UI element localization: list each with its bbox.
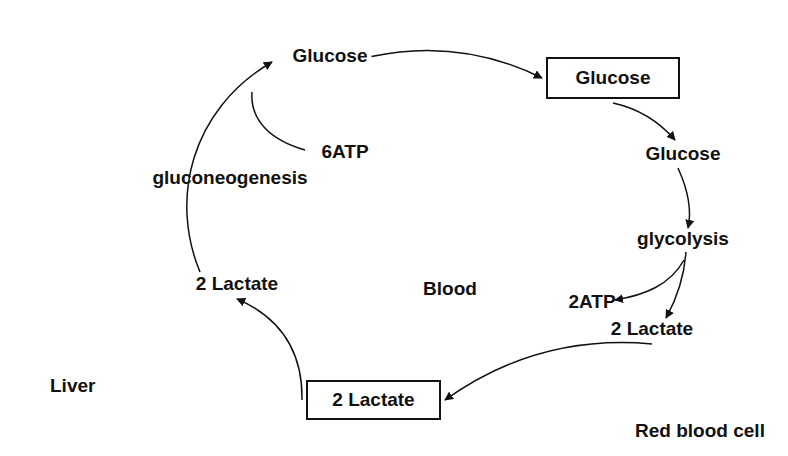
node-text: glycolysis [637, 229, 729, 250]
node-text: gluconeogenesis [152, 168, 307, 189]
node-text: Glucose [293, 46, 368, 67]
node-text: Glucose [576, 68, 651, 89]
pathway-arrow [187, 62, 272, 272]
node-text: 2 Lactate [332, 390, 414, 411]
flow-arrow [237, 299, 302, 400]
blood-lactate-box: 2 Lactate [306, 380, 441, 420]
region-label: Blood [423, 279, 477, 300]
flow-arrow [371, 50, 542, 78]
flow-arrow [445, 342, 652, 400]
atp-output-arrow [615, 260, 684, 300]
atp-input-line [252, 92, 305, 150]
node-text: 2 Lactate [196, 274, 278, 295]
node-text: 2 Lactate [611, 319, 693, 340]
node-text: 6ATP [321, 142, 368, 163]
node-text: Glucose [646, 144, 721, 165]
flow-arrow [613, 103, 675, 140]
red-blood-cell-outline [565, 85, 765, 445]
node-text: 2ATP [568, 292, 615, 313]
pathway-arrow [678, 168, 690, 228]
node-text: Red blood cell [635, 421, 765, 442]
red-blood-cell: Glucose glycolysis 2ATP 2 LactateRed blood … [565, 85, 765, 445]
node-text: Liver [50, 376, 95, 397]
blood-glucose-box: Glucose [546, 57, 680, 99]
